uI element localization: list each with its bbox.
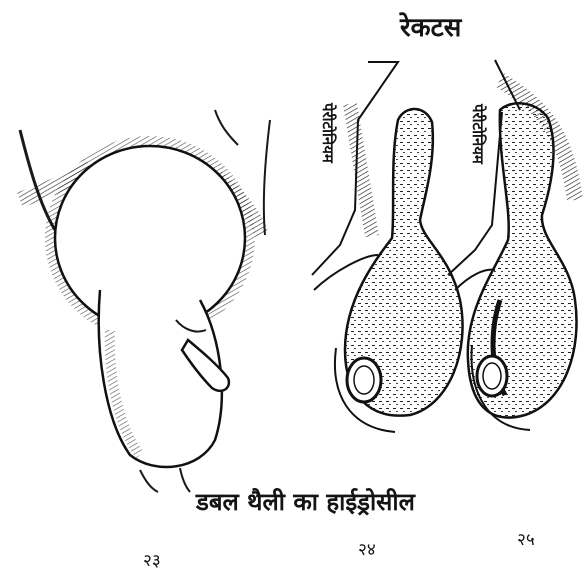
peritoneum-label-right: पेरीटोनियम bbox=[468, 104, 488, 164]
rectus-label: रेकटस bbox=[400, 8, 461, 44]
figure-number-24: २४ bbox=[358, 537, 376, 560]
figure-23-scrotum-drawing bbox=[20, 110, 270, 492]
peritoneum-label-left: पेरीटोनियम bbox=[318, 103, 338, 163]
figure-caption: डबल थैली का हाईड्रोसील bbox=[196, 485, 415, 518]
figure-number-23: २३ bbox=[143, 548, 161, 571]
figure-number-25: २५ bbox=[517, 527, 535, 550]
